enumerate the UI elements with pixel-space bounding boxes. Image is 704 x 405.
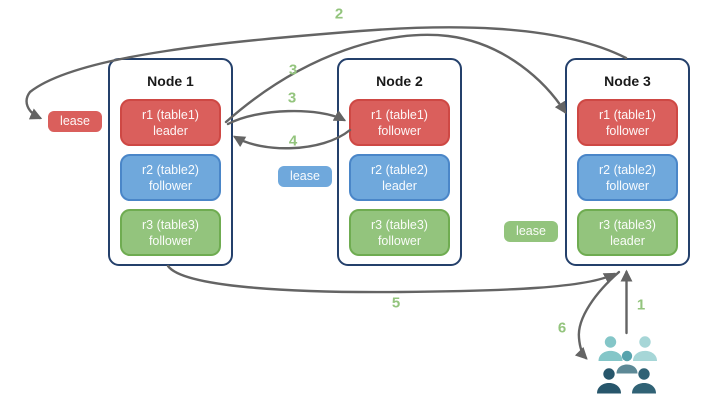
replica-role: follower	[148, 178, 193, 193]
user-icon	[597, 368, 621, 394]
replica-role: leader	[153, 123, 188, 138]
node-3-title: Node 3	[604, 73, 651, 89]
node2-replica-r2: r2 (table2) leader	[349, 154, 450, 201]
replica-role: follower	[148, 233, 193, 248]
node-1-box: Node 1 r1 (table1) leader r2 (table2) fo…	[108, 58, 233, 266]
replica-role: follower	[605, 123, 650, 138]
node1-replica-r2: r2 (table2) follower	[120, 154, 221, 201]
node2-replica-r3: r3 (table3) follower	[349, 209, 450, 256]
user-icon	[616, 350, 638, 374]
node2-replica-r1: r1 (table1) follower	[349, 99, 450, 146]
node3-replica-r2: r2 (table2) follower	[577, 154, 678, 201]
step-label-1: 1	[636, 296, 646, 314]
step-label-4: 4	[288, 132, 298, 150]
replica-role: follower	[605, 178, 650, 193]
step-label-6: 6	[557, 319, 567, 337]
replica-name: r3 (table3)	[371, 217, 428, 232]
node-3-box: Node 3 r1 (table1) follower r2 (table2) …	[565, 58, 690, 266]
lease-badge-node1: lease	[48, 111, 102, 132]
node-2-title: Node 2	[376, 73, 423, 89]
lease-badge-node3: lease	[504, 221, 558, 242]
node3-replica-r1: r1 (table1) follower	[577, 99, 678, 146]
user-icon	[632, 368, 656, 394]
step-label-3a: 3	[288, 61, 298, 79]
node-2-box: Node 2 r1 (table1) follower r2 (table2) …	[337, 58, 462, 266]
user-icon	[633, 336, 657, 361]
replica-role: leader	[610, 233, 645, 248]
replica-name: r1 (table1)	[599, 107, 656, 122]
lease-badge-node2: lease	[278, 166, 332, 187]
replica-name: r2 (table2)	[142, 162, 199, 177]
step-label-3b: 3	[287, 89, 297, 107]
arrow-step-5-node1-to-node3	[166, 264, 617, 294]
step-label-2: 2	[334, 5, 344, 23]
node1-replica-r1: r1 (table1) leader	[120, 99, 221, 146]
arrow-step-3-leader-to-node2	[226, 109, 347, 126]
replica-name: r2 (table2)	[371, 162, 428, 177]
node1-replica-r3: r3 (table3) follower	[120, 209, 221, 256]
replica-role: follower	[377, 123, 422, 138]
node3-replica-r3: r3 (table3) leader	[577, 209, 678, 256]
replica-name: r2 (table2)	[599, 162, 656, 177]
replica-name: r3 (table3)	[599, 217, 656, 232]
replica-role: leader	[382, 178, 417, 193]
replica-role: follower	[377, 233, 422, 248]
replica-name: r1 (table1)	[142, 107, 199, 122]
step-label-5: 5	[391, 294, 401, 312]
user-icon	[598, 336, 623, 361]
node-1-title: Node 1	[147, 73, 194, 89]
users-group-icon	[597, 336, 657, 394]
replica-name: r1 (table1)	[371, 107, 428, 122]
replica-name: r3 (table3)	[142, 217, 199, 232]
